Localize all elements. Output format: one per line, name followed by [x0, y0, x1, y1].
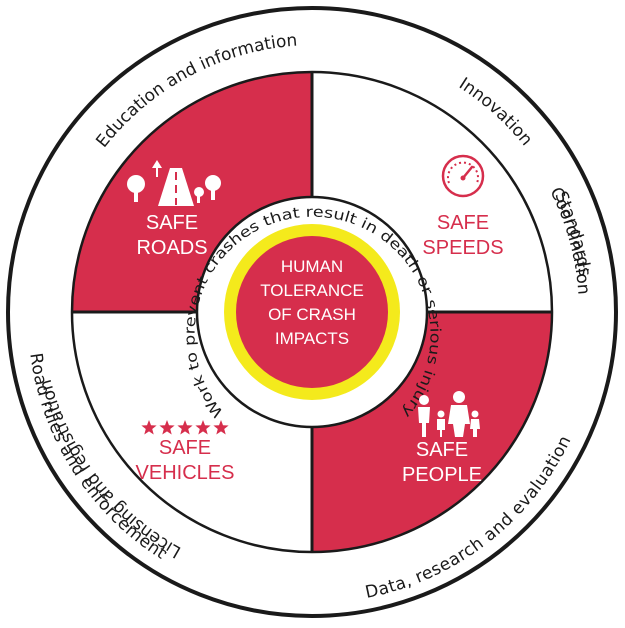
safe-roads-line-2: ROADS	[136, 237, 207, 259]
center-line-2: TOLERANCE	[260, 281, 364, 300]
five-stars-icon	[141, 420, 229, 435]
safe-speeds-line-1: SAFE	[437, 212, 489, 234]
quadrant-safe-vehicles: SAFE VEHICLES	[136, 420, 235, 484]
quadrant-safe-roads: SAFE ROADS	[127, 160, 221, 259]
safe-vehicles-line-1: SAFE	[159, 437, 211, 459]
star-icon	[177, 420, 193, 435]
center-line-1: HUMAN	[281, 257, 343, 276]
center-line-4: IMPACTS	[275, 329, 349, 348]
star-icon	[141, 420, 157, 435]
quadrant-safe-people: SAFE PEOPLE	[402, 391, 482, 486]
safe-speeds-line-2: SPEEDS	[422, 237, 503, 259]
family-icon	[418, 391, 480, 437]
safe-roads-line-1: SAFE	[146, 212, 198, 234]
center-circle	[236, 236, 388, 388]
speedometer-icon	[441, 154, 485, 198]
star-icon	[159, 420, 175, 435]
safe-vehicles-line-2: VEHICLES	[136, 462, 235, 484]
quadrant-safe-speeds: SAFE SPEEDS	[422, 154, 504, 259]
center-line-3: OF CRASH	[268, 305, 356, 324]
star-icon	[195, 420, 211, 435]
star-icon	[213, 420, 229, 435]
road-trees-icon	[127, 160, 221, 206]
safe-people-line-2: PEOPLE	[402, 464, 482, 486]
safe-people-line-1: SAFE	[416, 439, 468, 461]
